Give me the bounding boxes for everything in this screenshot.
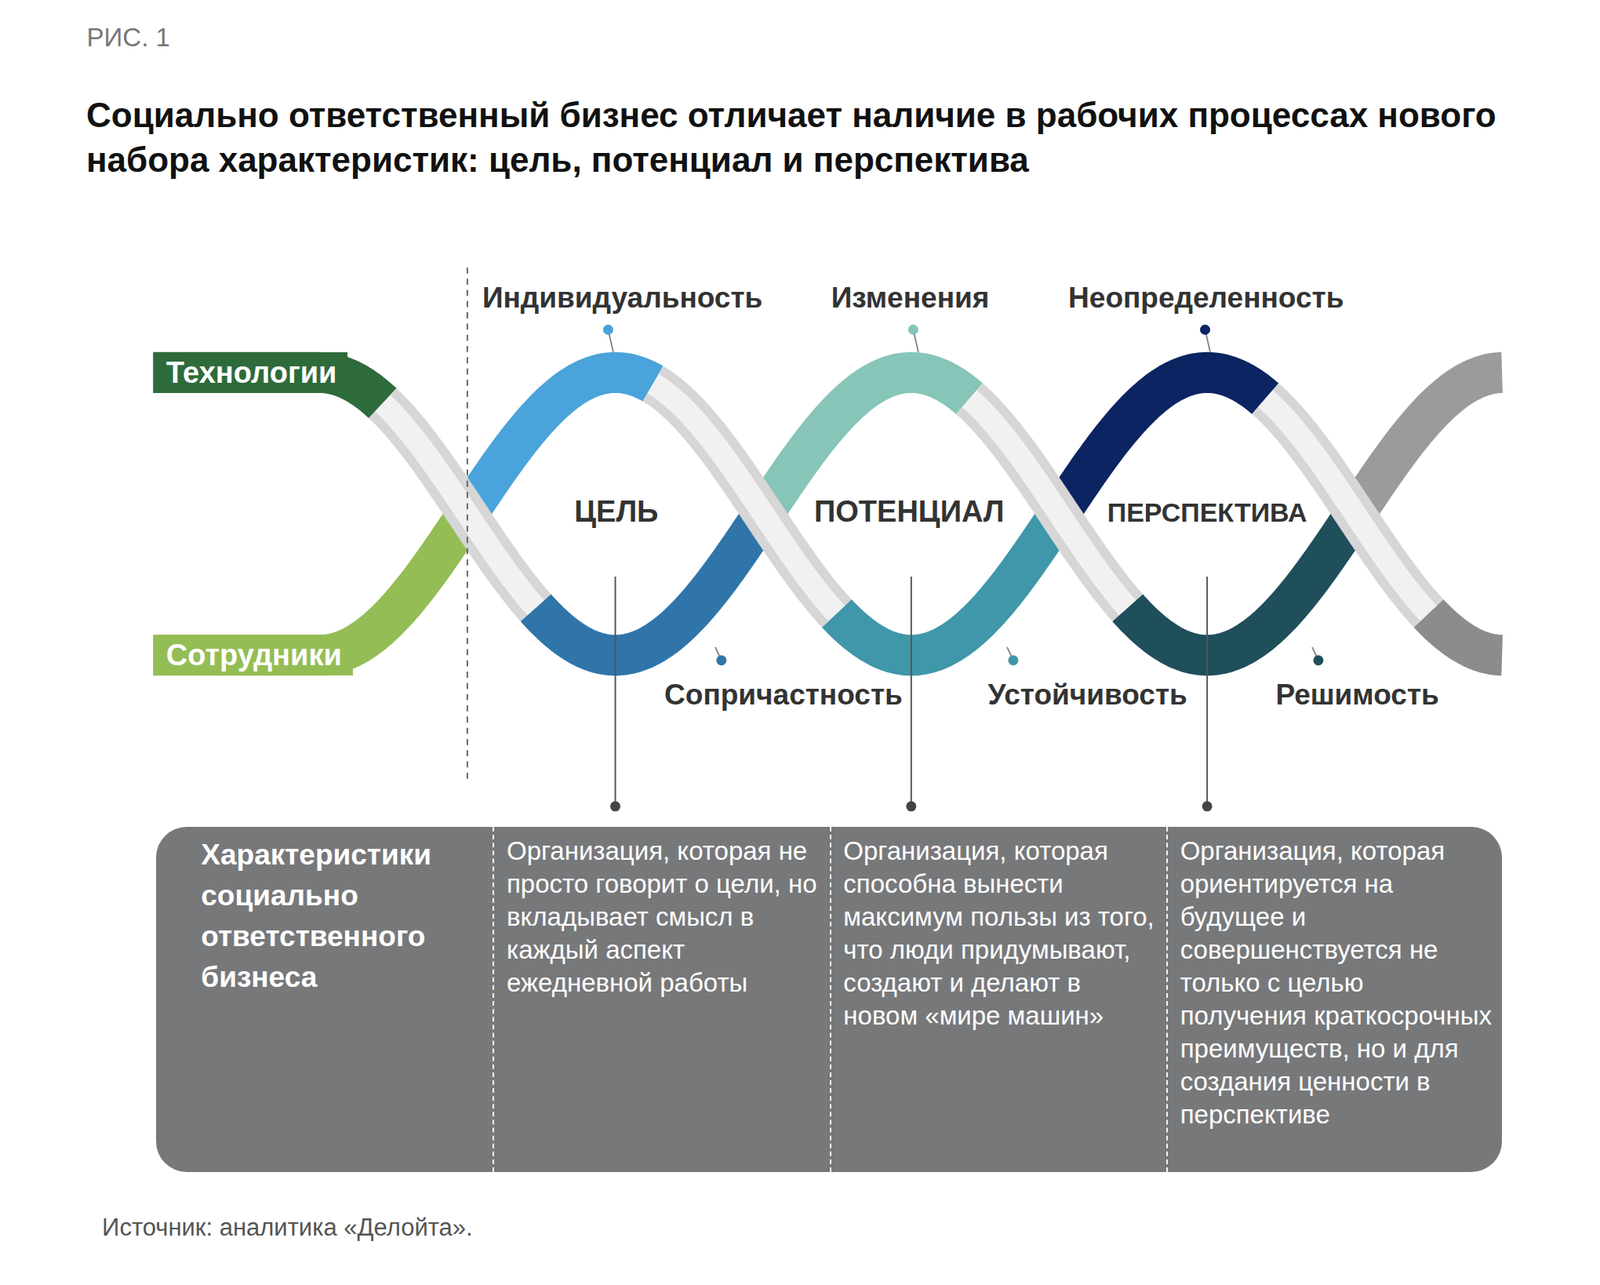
callout-label: Неопределенность [1065,281,1347,316]
callout-label: Решимость [1272,678,1442,713]
cell-text: Организация, которая ориентируется на бу… [1180,834,1496,1131]
helix-strand [653,383,837,614]
leader-line [1206,576,1208,807]
helix-strand [382,403,536,608]
cell-text: Организация, которая не просто говорит о… [506,834,824,1000]
leader-dot [1202,800,1213,811]
helix-strand [653,383,837,614]
leader-dot [610,800,621,811]
band-text: Сотрудники [166,634,342,676]
leader-lines [615,576,1208,807]
callout-label: Устойчивость [985,678,1191,713]
callout-dot [716,654,727,666]
leader-line [614,576,617,807]
helix-strand [467,372,654,514]
helix-strand [535,513,764,655]
panel-cell: Организация, которая способна вынести ма… [829,826,1167,1172]
helix-strand [1127,510,1358,655]
figure-number: РИС. 1 [87,22,171,53]
band-label: Сотрудники [155,634,353,676]
cell-text: Организация, которая способна вынести ма… [843,834,1160,1033]
helix-strand [382,403,536,608]
callout-dot [1312,654,1324,666]
divider-line [466,267,469,781]
loop-label: ПОТЕНЦИАЛ [814,494,1005,530]
helix-strand [1356,372,1502,511]
source-caption: Источник: аналитика «Делойта». [101,1212,473,1242]
callout-lines [607,329,1319,661]
helix-strands [152,372,1502,655]
loop-label: ЦЕЛЬ [574,494,659,530]
panel-cell: Организация, которая не просто говорит о… [492,826,830,1172]
leader-line [910,576,913,807]
callout-label: Сопричастность [661,678,906,713]
helix-strand [1428,613,1502,655]
characteristics-panel: Характеристики социально ответственного … [156,826,1502,1172]
band-label: Технологии [155,352,349,393]
figure-title: Социально ответственный бизнес отличает … [86,92,1546,182]
callout-label: Изменения [828,281,993,316]
leader-dot [905,800,917,811]
loop-label: ПЕРСПЕКТИВА [1107,497,1308,528]
panel-cell: Организация, которая ориентируется на бу… [1166,826,1502,1172]
callout-dot [1007,654,1019,666]
band-text: Технологии [166,352,338,393]
panel-heading: Характеристики социально ответственного … [200,834,485,998]
callout-dot [1200,324,1211,335]
helix-strand [763,372,970,514]
helix-strand [836,510,1062,655]
helix-strand [152,513,468,655]
callout-label: Индивидуальность [479,281,766,316]
callout-dot [908,324,919,335]
helix-strand [1061,372,1266,511]
callout-dot [603,324,614,335]
